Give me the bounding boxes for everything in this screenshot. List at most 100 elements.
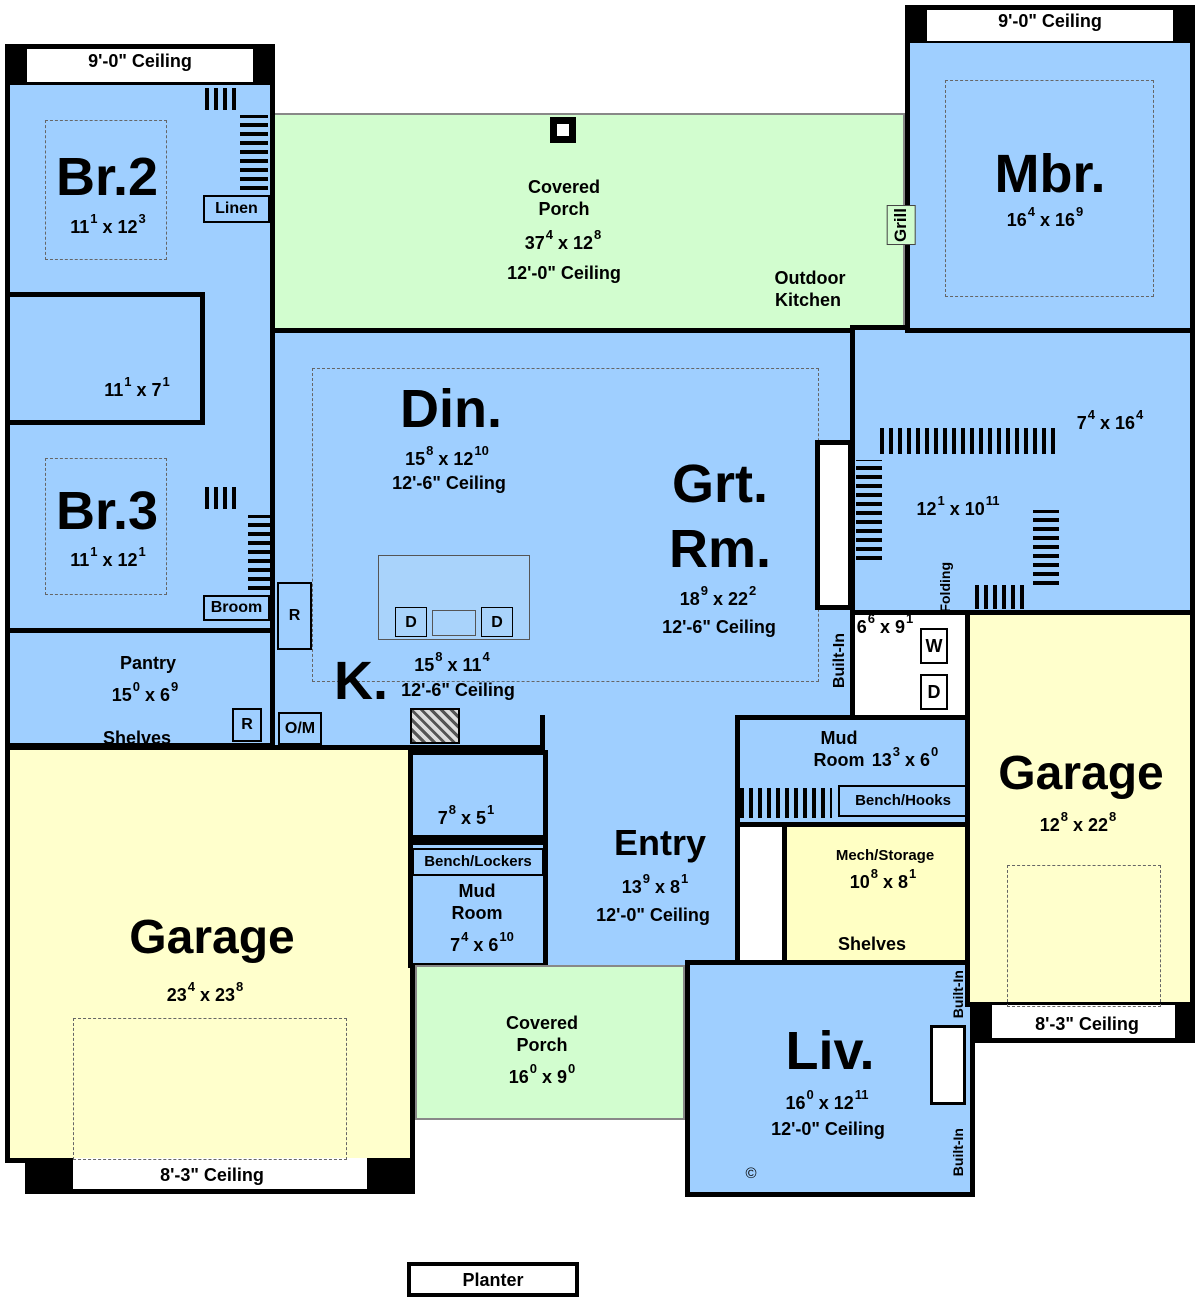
room-name-porch-front-1: Covered xyxy=(505,1013,579,1033)
fireplace-living xyxy=(930,1025,966,1105)
dim-length-inches: 9 xyxy=(171,679,179,694)
dim-width: 7 xyxy=(437,808,448,828)
closet-rod-master-left xyxy=(856,460,882,560)
bench-hooks: Bench/Hooks xyxy=(838,785,968,817)
room-name-dining: Din. xyxy=(400,379,502,439)
room-dims-great-room: 189 x 222 xyxy=(679,583,757,609)
dim-width: 11 xyxy=(70,217,90,237)
pantry-shelves: Shelves xyxy=(102,728,172,748)
closet-rod-mud xyxy=(740,788,832,818)
dim-length: 11 xyxy=(462,655,482,675)
dim-width-inches: 1 xyxy=(90,211,98,226)
dim-length: 8 xyxy=(898,872,909,892)
room-name-great-room-1: Grt. xyxy=(671,454,769,514)
room-dims-mbr: 164 x 169 xyxy=(1006,204,1084,230)
dishwasher-1: D xyxy=(395,607,427,637)
room-dims-kitchen: 158 x 114 xyxy=(414,649,490,675)
dim-width-inches: 3 xyxy=(892,744,900,759)
dim-length-inches: 1 xyxy=(487,802,495,817)
ceiling-label-br2: 9'-0" Ceiling xyxy=(88,51,192,71)
dim-width-inches: 8 xyxy=(1060,809,1068,824)
room-dims-dining: 158 x 1210 xyxy=(405,443,489,469)
outdoor-kitchen-2: Kitchen xyxy=(774,290,842,310)
master-suite-area xyxy=(850,325,1195,615)
room-name-mud-left-1: Mud xyxy=(458,881,496,901)
tray-ceiling-br3 xyxy=(45,458,167,595)
master-bedroom-area xyxy=(905,38,1195,333)
dim-width-inches: 1 xyxy=(124,374,132,389)
dim-length: 6 xyxy=(920,750,931,770)
room-name-br3: Br.3 xyxy=(55,481,159,541)
dim-length-inches: 11 xyxy=(985,493,1000,508)
mud-room-left-area xyxy=(408,840,548,968)
dim-length-inches: 1 xyxy=(906,611,914,626)
dim-width-inches: 4 xyxy=(545,227,553,242)
closet-rod-br2 xyxy=(205,88,237,110)
dim-width: 11 xyxy=(104,380,124,400)
dim-length-inches: 4 xyxy=(482,649,490,664)
dim-length: 12 xyxy=(117,550,138,570)
oven-microwave: O/M xyxy=(278,712,322,745)
ceiling-entry: 12'-0" Ceiling xyxy=(596,905,710,925)
dim-length: 12 xyxy=(573,233,594,253)
cooktop-icon xyxy=(410,708,460,744)
room-name-mud-left-2: Room xyxy=(451,903,503,923)
room-name-pantry: Pantry xyxy=(119,653,177,673)
room-dims-master-closet: 121 x 1011 xyxy=(916,493,1000,519)
dim-length: 23 xyxy=(215,985,236,1005)
room-dims-entry: 139 x 81 xyxy=(621,871,689,897)
dim-width-inches: 4 xyxy=(461,929,469,944)
ceiling-label-right-garage: 8'-3" Ceiling xyxy=(1035,1014,1139,1034)
kitchen-island xyxy=(378,555,530,640)
dim-length: 7 xyxy=(151,380,162,400)
dim-width: 15 xyxy=(405,449,426,469)
dim-length-inches: 1 xyxy=(162,374,170,389)
dim-length: 16 xyxy=(1055,210,1076,230)
broom-closet: Broom xyxy=(203,595,270,621)
room-dims-mud-right: 133 x 60 xyxy=(871,744,939,770)
garage-right-area xyxy=(965,610,1195,1007)
dim-length: 12 xyxy=(453,449,474,469)
dim-width-inches: 0 xyxy=(529,1061,537,1076)
room-dims-mech: 108 x 81 xyxy=(849,866,917,892)
room-name-porch-rear-2: Porch xyxy=(538,199,590,219)
dim-width: 13 xyxy=(621,877,642,897)
copyright-mark: © xyxy=(745,1165,757,1182)
room-name-entry: Entry xyxy=(613,822,707,863)
dim-length: 8 xyxy=(670,877,681,897)
dim-width-inches: 9 xyxy=(642,871,650,886)
dim-length-inches: 8 xyxy=(1109,809,1117,824)
room-name-kitchen: K. xyxy=(334,651,388,711)
porch-post xyxy=(550,117,576,143)
dim-width: 11 xyxy=(70,550,90,570)
room-name-living: Liv. xyxy=(785,1021,875,1081)
dim-width: 15 xyxy=(111,685,132,705)
dim-width: 16 xyxy=(785,1093,806,1113)
planter: Planter xyxy=(407,1262,579,1297)
ceiling-footer-right-garage xyxy=(972,1005,1195,1043)
closet-rod-master-top xyxy=(880,428,1060,454)
covered-porch-rear xyxy=(272,113,905,330)
dim-length-inches: 1 xyxy=(909,866,917,881)
closet-rod-br2-side xyxy=(240,115,268,190)
pantry-refrigerator: R xyxy=(232,708,262,742)
dim-width: 7 xyxy=(450,935,461,955)
room-name-porch-rear-1: Covered xyxy=(527,177,601,197)
dim-length-inches: 8 xyxy=(594,227,602,242)
closet-rod-master-right xyxy=(1033,510,1059,585)
dim-width-inches: 8 xyxy=(448,802,456,817)
dim-width: 15 xyxy=(414,655,435,675)
dim-width-inches: 8 xyxy=(435,649,443,664)
ceiling-living: 12'-0" Ceiling xyxy=(771,1119,885,1139)
dim-width-inches: 0 xyxy=(132,679,140,694)
closet-rod-br3-side xyxy=(248,515,270,590)
room-dims-br2: 111 x 123 xyxy=(70,211,146,237)
room-dims-garage-right: 128 x 228 xyxy=(1039,809,1117,835)
room-dims-laundry: 66 x 91 xyxy=(856,611,914,637)
room-name-br2: Br.2 xyxy=(55,147,159,207)
room-dims-br3: 111 x 121 xyxy=(70,544,146,570)
fireplace-great-room xyxy=(815,440,853,610)
ceiling-kitchen: 12'-6" Ceiling xyxy=(401,680,515,700)
dim-length-inches: 9 xyxy=(1076,204,1084,219)
dryer: D xyxy=(920,674,948,710)
